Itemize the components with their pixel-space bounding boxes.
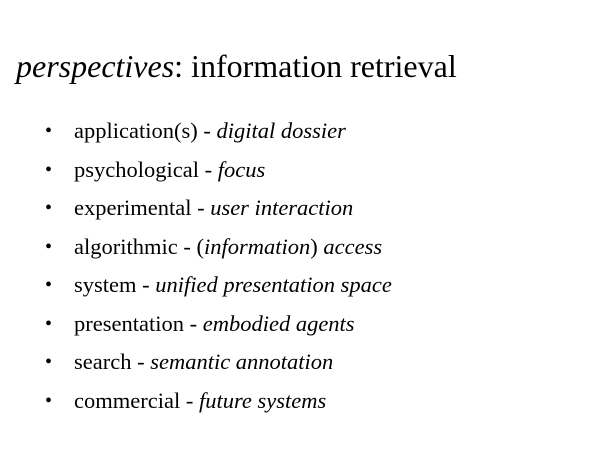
- bullet-marker: •: [45, 158, 53, 181]
- bullet-label: psychological -: [74, 156, 218, 182]
- bullet-marker: •: [45, 389, 53, 412]
- list-item-search: • search - semantic annotation: [45, 343, 392, 382]
- bullet-emphasis: semantic annotation: [150, 349, 334, 374]
- bullet-label: experimental -: [74, 195, 211, 220]
- bullet-marker: •: [45, 120, 53, 142]
- bullet-marker: •: [45, 274, 53, 296]
- list-item-psychological: • psychological - focus: [45, 151, 392, 190]
- bullet-marker: •: [45, 351, 53, 373]
- bullet-emphasis: embodied agents: [202, 310, 355, 336]
- bullet-label: commercial -: [74, 387, 199, 413]
- bullet-emphasis: information: [203, 233, 311, 259]
- bullet-label: search -: [74, 349, 151, 374]
- bullet-emphasis-secondary: access: [323, 233, 383, 259]
- bullet-suffix: ): [310, 233, 324, 259]
- slide-title: perspectives: information retrieval: [16, 44, 457, 88]
- bullet-label: algorithmic - (: [74, 233, 204, 259]
- title-rest: : information retrieval: [174, 48, 457, 84]
- bullet-list: • application(s) - digital dossier • psy…: [45, 112, 392, 420]
- bullet-emphasis: future systems: [198, 387, 327, 413]
- list-item-system: • system - unified presentation space: [45, 266, 392, 305]
- bullet-label: system -: [74, 272, 156, 297]
- list-item-algorithmic: • algorithmic - (information) access: [45, 228, 392, 267]
- bullet-marker: •: [45, 197, 53, 219]
- list-item-commercial: • commercial - future systems: [45, 382, 392, 421]
- bullet-emphasis: digital dossier: [216, 118, 346, 143]
- bullet-emphasis: user interaction: [210, 195, 354, 220]
- bullet-emphasis: focus: [217, 156, 266, 182]
- list-item-experimental: • experimental - user interaction: [45, 189, 392, 228]
- bullet-marker: •: [45, 312, 53, 335]
- title-emphasis: perspectives: [16, 48, 175, 84]
- list-item-application: • application(s) - digital dossier: [45, 112, 392, 151]
- bullet-marker: •: [45, 235, 53, 258]
- bullet-emphasis: unified presentation space: [155, 272, 392, 297]
- list-item-presentation: • presentation - embodied agents: [45, 305, 392, 344]
- bullet-label: presentation -: [74, 310, 203, 336]
- bullet-label: application(s) -: [74, 118, 217, 143]
